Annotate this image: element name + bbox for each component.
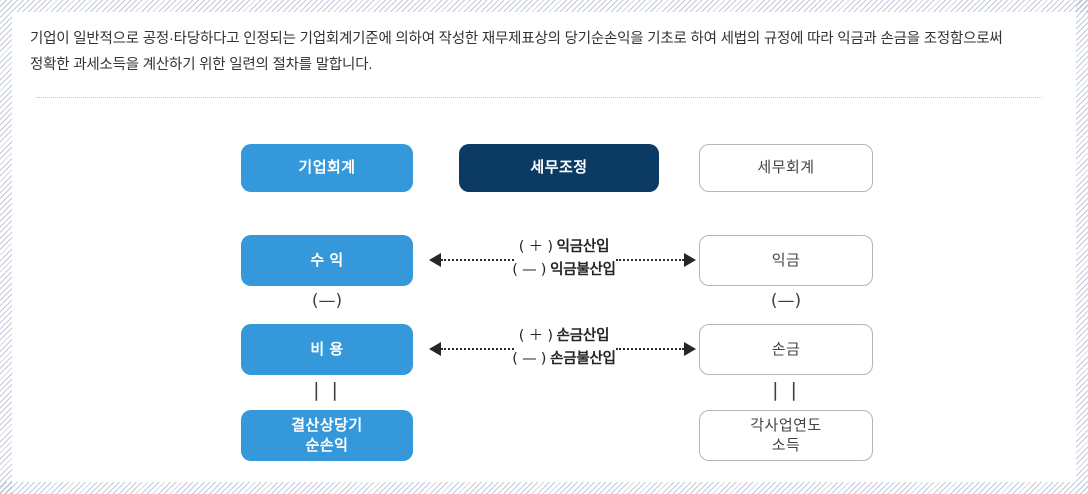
node-revenue: 수 익 [241, 235, 413, 286]
node-taxable-income-label: 각사업연도 소득 [750, 416, 822, 454]
minus-text: 익금불산입 [550, 262, 616, 278]
arrow-label-gross-income-minus: ( — ) 익금불산입 [484, 259, 644, 282]
hatch-border-right [1076, 0, 1088, 494]
arrow-line [616, 348, 684, 350]
arrow-head-right-icon [684, 253, 696, 267]
plus-text: 손금산입 [556, 328, 610, 344]
arrow-head-left-icon [429, 342, 441, 356]
node-expense-label: 비 용 [310, 340, 344, 358]
node-deductible-expense: 손금 [699, 324, 873, 375]
header-tax-adjustment-label: 세무조정 [530, 159, 588, 176]
hatch-border-top [0, 0, 1088, 12]
minus-text: 손금불산입 [550, 351, 616, 367]
arrow-gross-income-left [429, 253, 514, 267]
intro-paragraph: 기업이 일반적으로 공정·타당하다고 인정되는 기업회계기준에 의하여 작성한 … [30, 26, 1042, 78]
connector-minus-right: (—) [770, 291, 802, 311]
node-net-income: 결산상당기 순손익 [241, 410, 413, 461]
arrow-label-gross-income-plus: ( ＋ ) 익금산입 [484, 236, 644, 259]
arrow-deductible-right [616, 342, 696, 356]
arrow-line [441, 348, 514, 350]
node-revenue-label: 수 익 [310, 251, 344, 269]
node-gross-income-label: 익금 [771, 251, 801, 269]
plus-text: 익금산입 [556, 239, 610, 255]
intro-line-1: 기업이 일반적으로 공정·타당하다고 인정되는 기업회계기준에 의하여 작성한 … [30, 31, 920, 47]
node-deductible-expense-label: 손금 [771, 340, 801, 358]
arrow-label-gross-income: ( ＋ ) 익금산입 ( — ) 익금불산입 [484, 236, 644, 282]
arrow-deductible-left [429, 342, 514, 356]
arrow-label-deductible-plus: ( ＋ ) 손금산입 [484, 325, 644, 348]
intro-line-2: 조정함으로써 정확한 과세소득을 계산하기 위한 일련의 절차를 말합니다. [30, 31, 1003, 73]
header-corporate-accounting-label: 기업회계 [298, 159, 356, 176]
hatch-border-bottom [0, 482, 1088, 494]
header-corporate-accounting: 기업회계 [241, 144, 413, 192]
arrow-gross-income-right [616, 253, 696, 267]
arrow-label-deductible-minus: ( — ) 손금불산입 [484, 348, 644, 371]
section-divider [36, 97, 1042, 98]
header-tax-accounting: 세무회계 [699, 144, 873, 192]
arrow-head-right-icon [684, 342, 696, 356]
arrow-line [616, 259, 684, 261]
hatch-border-left [0, 0, 12, 494]
tax-adjustment-diagram: 기업회계 세무조정 세무회계 수 익 익금 [12, 108, 1076, 482]
node-gross-income: 익금 [699, 235, 873, 286]
minus-sign: ( — ) [512, 262, 547, 278]
arrow-line [441, 259, 514, 261]
header-tax-accounting-label: 세무회계 [757, 159, 815, 176]
minus-sign: ( — ) [512, 351, 547, 367]
header-tax-adjustment: 세무조정 [459, 144, 659, 192]
connector-minus-left: (—) [311, 291, 343, 311]
arrow-head-left-icon [429, 253, 441, 267]
node-expense: 비 용 [241, 324, 413, 375]
plus-sign: ( ＋ ) [518, 239, 553, 255]
node-net-income-label: 결산상당기 순손익 [291, 416, 363, 454]
connector-equals-left: | | [313, 379, 341, 401]
connector-equals-right: | | [772, 379, 800, 401]
content-area: 기업이 일반적으로 공정·타당하다고 인정되는 기업회계기준에 의하여 작성한 … [12, 12, 1076, 482]
arrow-label-deductible: ( ＋ ) 손금산입 ( — ) 손금불산입 [484, 325, 644, 371]
node-taxable-income: 각사업연도 소득 [699, 410, 873, 461]
plus-sign: ( ＋ ) [518, 328, 553, 344]
